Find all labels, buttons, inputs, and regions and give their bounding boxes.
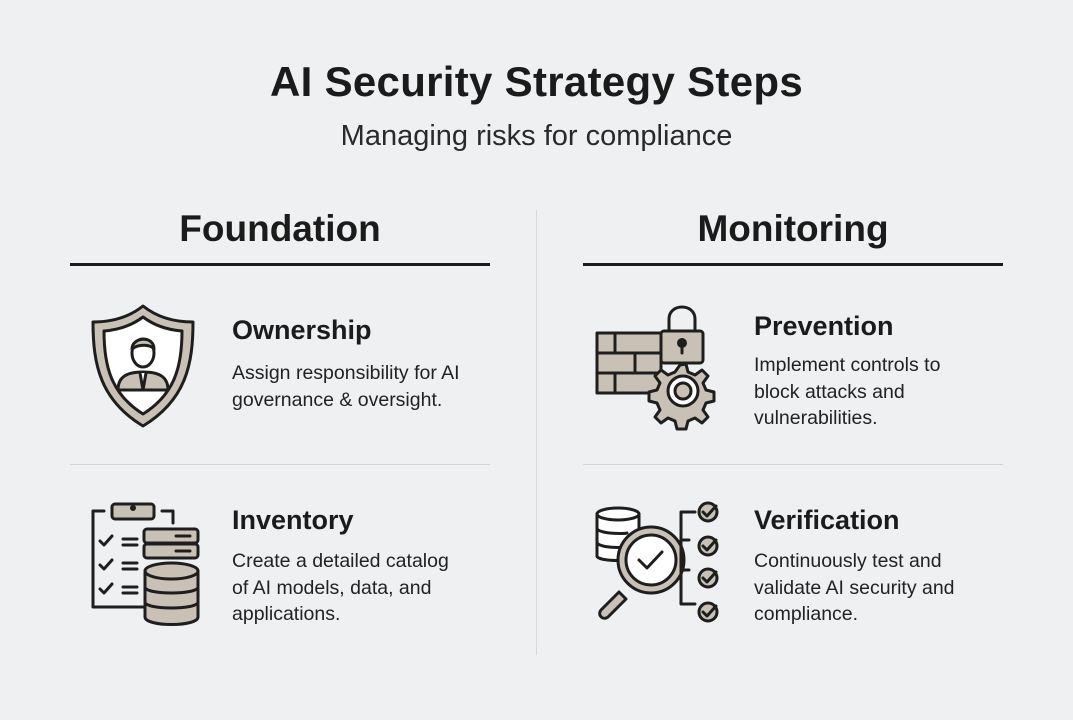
item-description: Create a detailed catalog of AI models, … (232, 548, 512, 628)
desc-line: compliance. (754, 603, 859, 625)
desc-line: of AI models, data, and (232, 576, 432, 599)
desc-line: validate AI security and (754, 576, 955, 599)
column-heading-foundation: Foundation (179, 208, 381, 249)
magnifier-checklist-icon (595, 501, 719, 623)
desc-line: governance & oversight. (232, 388, 443, 411)
column-divider (536, 210, 537, 655)
item-title: Prevention (754, 311, 894, 341)
clipboard-database-icon (91, 502, 200, 626)
item-title: Ownership (232, 315, 372, 345)
page-title: AI Security Strategy Steps (270, 58, 803, 105)
heading-rule (583, 263, 1003, 266)
item-description: Implement controls to block attacks and … (754, 352, 1034, 432)
desc-line: applications. (232, 603, 341, 625)
item-title: Verification (754, 505, 900, 535)
heading-rule (70, 263, 490, 266)
item-separator (583, 464, 1003, 465)
item-description: Assign responsibility for AI governance … (232, 360, 512, 413)
item-title: Inventory (232, 505, 354, 535)
desc-line: Implement controls to (754, 354, 941, 376)
item-description: Continuously test and validate AI securi… (754, 548, 1034, 628)
desc-line: Continuously test and (754, 550, 942, 572)
column-heading-monitoring: Monitoring (697, 208, 889, 249)
desc-line: Assign responsibility for AI (232, 362, 460, 384)
desc-line: block attacks and (754, 380, 905, 403)
desc-line: Create a detailed catalog (232, 550, 449, 572)
item-separator (70, 464, 490, 465)
page-subtitle: Managing risks for compliance (340, 120, 733, 152)
shield-person-icon (91, 304, 195, 428)
firewall-lock-gear-icon (595, 305, 716, 431)
desc-line: vulnerabilities. (754, 407, 878, 429)
